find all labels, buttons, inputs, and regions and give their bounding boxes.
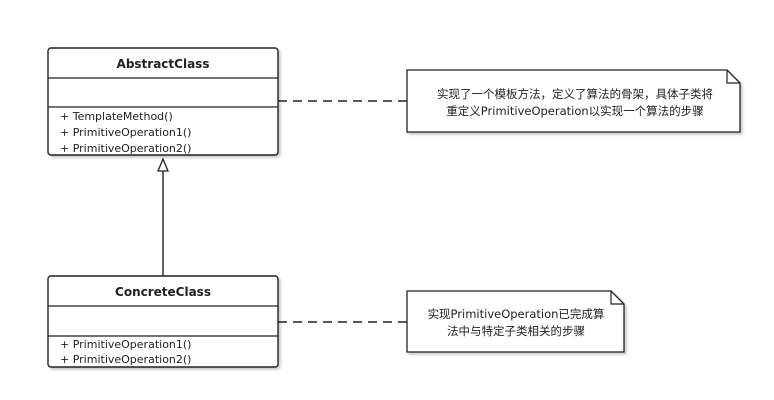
abstract-note-line-1: 实现了一个模板方法，定义了算法的骨架，具体子类将 — [437, 87, 713, 101]
abstract-method-primitive2: + PrimitiveOperation2() — [60, 142, 191, 155]
abstract-note-line-2: 重定义PrimitiveOperation以实现一个算法的步骤 — [446, 104, 703, 118]
concrete-note-line-2: 法中与特定子类相关的步骤 — [447, 324, 585, 338]
concrete-class-note[interactable]: 实现PrimitiveOperation已完成算 法中与特定子类相关的步骤 — [406, 290, 625, 353]
abstract-method-primitive1: + PrimitiveOperation1() — [60, 126, 191, 139]
abstract-class-note[interactable]: 实现了一个模板方法，定义了算法的骨架，具体子类将 重定义PrimitiveOpe… — [406, 69, 741, 133]
concrete-note-line-1: 实现PrimitiveOperation已完成算 — [428, 307, 605, 321]
inheritance-arrow — [157, 157, 169, 276]
concrete-method-primitive2: + PrimitiveOperation2() — [60, 353, 191, 366]
abstract-method-template: + TemplateMethod() — [60, 110, 173, 123]
concrete-class-box[interactable]: ConcreteClass + PrimitiveOperation1() + … — [47, 275, 279, 368]
concrete-class-name: ConcreteClass — [115, 285, 211, 299]
abstract-class-box[interactable]: AbstractClass + TemplateMethod() + Primi… — [47, 47, 279, 156]
abstract-class-name: AbstractClass — [117, 57, 210, 71]
concrete-method-primitive1: + PrimitiveOperation1() — [60, 338, 191, 351]
